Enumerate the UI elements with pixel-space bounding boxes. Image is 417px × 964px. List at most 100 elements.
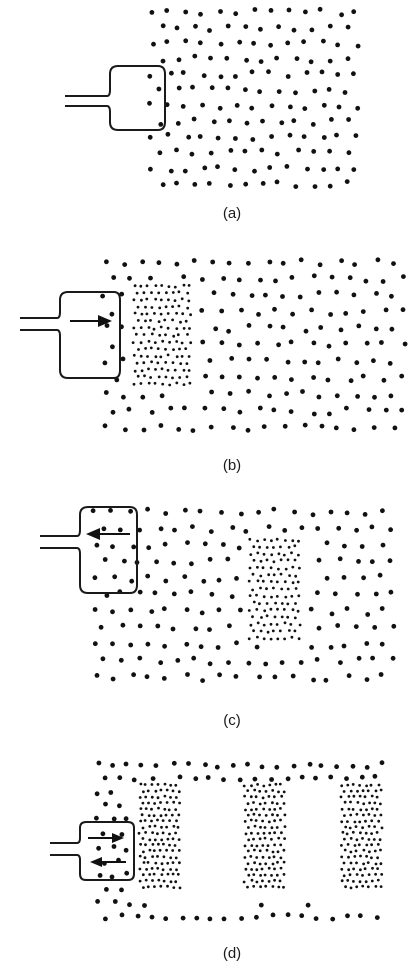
air-particle — [227, 118, 232, 124]
compressed-particle — [367, 838, 371, 841]
compressed-particle — [293, 629, 297, 633]
compressed-particle — [269, 566, 273, 570]
compressed-particle — [275, 623, 279, 626]
compressed-particle — [258, 849, 262, 853]
compressed-particle — [255, 856, 259, 859]
compressed-particle — [354, 825, 358, 828]
air-particle — [135, 913, 141, 919]
air-particle — [338, 660, 343, 665]
particles-c — [90, 506, 397, 683]
compressed-particle — [284, 539, 287, 542]
air-particle — [236, 342, 242, 348]
compressed-particle — [145, 297, 149, 301]
air-particle — [100, 831, 106, 837]
compressed-particle — [270, 826, 274, 830]
air-particle — [365, 612, 371, 617]
air-particle — [311, 375, 316, 380]
compressed-particle — [142, 861, 146, 864]
compressed-particle — [287, 545, 291, 549]
compressed-particle — [246, 849, 250, 853]
air-particle — [123, 761, 129, 767]
air-particle — [152, 590, 158, 596]
air-particle — [180, 70, 186, 75]
air-particle — [341, 643, 347, 649]
compressed-particle — [280, 587, 284, 591]
air-particle — [244, 120, 250, 126]
compressed-particle — [188, 381, 192, 385]
compressed-particle — [134, 332, 138, 336]
compressed-particle — [255, 608, 259, 611]
compressed-particle — [282, 802, 286, 805]
compressed-particle — [276, 813, 279, 817]
air-particle — [267, 259, 273, 265]
compressed-particle — [177, 790, 181, 794]
compressed-particle — [156, 361, 160, 365]
air-particle — [355, 394, 360, 399]
air-particle — [329, 274, 335, 280]
air-particle — [120, 622, 126, 628]
compressed-particle — [277, 567, 280, 571]
air-particle — [246, 388, 252, 394]
compressed-particle — [133, 284, 137, 288]
air-particle — [314, 657, 320, 662]
air-particle — [119, 291, 125, 297]
compressed-particle — [267, 795, 271, 798]
compressed-particle — [182, 368, 186, 372]
compressed-particle — [280, 602, 284, 605]
compressed-particle — [361, 874, 364, 877]
air-particle — [383, 407, 389, 413]
air-particle — [369, 559, 375, 565]
compressed-particle — [256, 621, 260, 625]
compression-zone-d2 — [242, 782, 287, 889]
compressed-particle — [352, 867, 355, 871]
air-particle — [208, 150, 214, 156]
compressed-particle — [171, 291, 175, 294]
compressed-particle — [151, 879, 154, 882]
air-particle — [356, 323, 362, 329]
compressed-particle — [365, 808, 368, 812]
air-particle — [215, 164, 220, 170]
air-particle — [269, 777, 274, 782]
compressed-particle — [243, 844, 247, 848]
air-particle — [110, 676, 116, 682]
compressed-particle — [157, 842, 160, 846]
air-particle — [402, 341, 408, 347]
compressed-particle — [172, 800, 176, 804]
air-particle — [185, 672, 190, 677]
air-particle — [181, 274, 187, 280]
compressed-particle — [182, 283, 186, 287]
air-particle — [229, 594, 235, 600]
air-particle — [110, 763, 115, 768]
air-particle — [401, 274, 406, 279]
air-particle — [263, 292, 268, 298]
air-particle — [108, 508, 113, 513]
air-particle — [243, 87, 248, 93]
air-particle — [221, 542, 226, 547]
air-particle — [391, 261, 396, 266]
compressed-particle — [373, 801, 377, 805]
compressed-particle — [252, 884, 256, 888]
compressed-particle — [158, 306, 162, 310]
compressed-particle — [164, 375, 168, 379]
air-particle — [343, 311, 349, 316]
compressed-particle — [259, 574, 263, 578]
air-particle — [286, 7, 292, 13]
compressed-particle — [135, 361, 139, 365]
air-particle — [239, 511, 244, 517]
compressed-particle — [149, 346, 153, 350]
air-particle — [197, 134, 203, 139]
air-particle — [329, 611, 335, 617]
air-particle — [327, 23, 333, 29]
compressed-particle — [367, 873, 371, 876]
air-particle — [161, 606, 167, 612]
compressed-particle — [275, 595, 279, 598]
compressed-particle — [148, 848, 152, 852]
compressed-particle — [269, 580, 273, 583]
air-particle — [109, 311, 115, 317]
air-particle — [373, 591, 379, 597]
compressed-particle — [249, 623, 253, 627]
compressed-particle — [279, 843, 283, 847]
air-particle — [282, 528, 288, 533]
compressed-particle — [349, 837, 353, 840]
compressed-particle — [340, 855, 344, 859]
